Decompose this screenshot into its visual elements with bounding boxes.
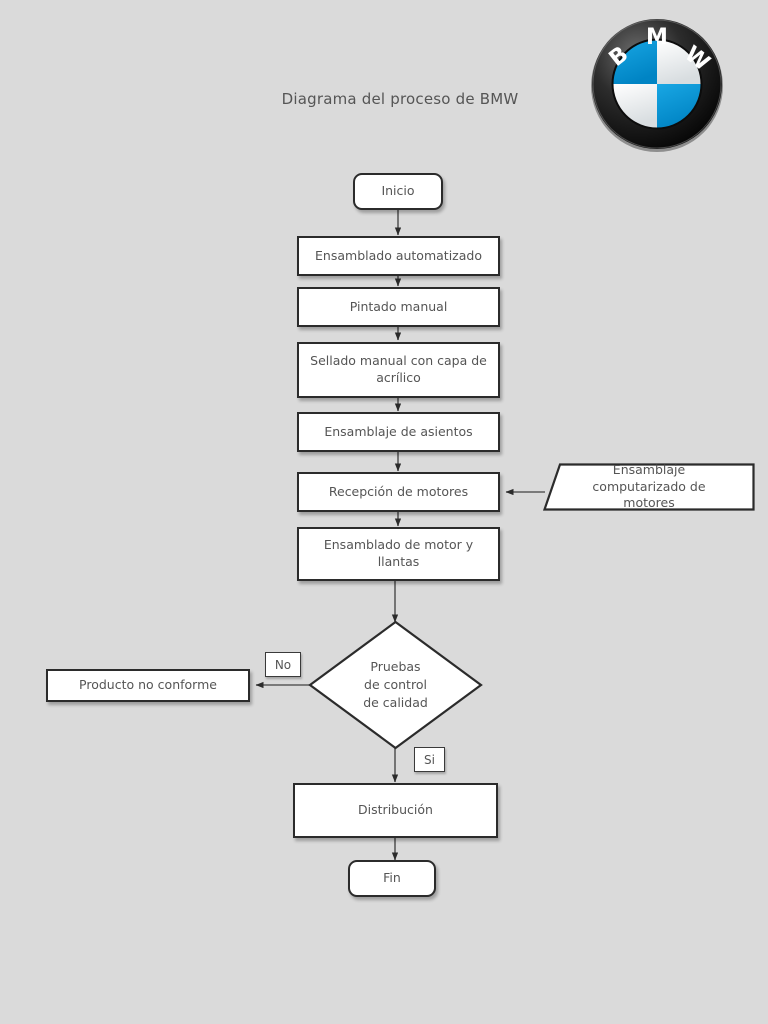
node-producto-no-conforme-label: Producto no conforme — [79, 677, 217, 693]
bmw-logo: B M W — [586, 14, 728, 156]
page-title: Diagrama del proceso de BMW — [281, 90, 519, 108]
node-ensamblaje-computarizado-label: Ensamblaje computarizado de motores — [592, 461, 706, 511]
node-distribucion[interactable]: Distribución — [293, 783, 498, 838]
edge-label-no-text: No — [274, 657, 292, 672]
node-pruebas-control-calidad-label: Pruebas de control de calidad — [363, 658, 428, 711]
node-recepcion-motores[interactable]: Recepción de motores — [297, 472, 500, 512]
node-ensamblaje-asientos[interactable]: Ensamblaje de asientos — [297, 412, 500, 452]
node-sellado-manual-label: Sellado manual con capa de acrílico — [310, 353, 487, 385]
edge-label-si-text: Si — [424, 752, 435, 767]
node-ensamblado-automatizado[interactable]: Ensamblado automatizado — [297, 236, 500, 276]
node-pruebas-control-calidad[interactable]: Pruebas de control de calidad — [308, 620, 483, 750]
node-inicio[interactable]: Inicio — [353, 173, 443, 210]
node-inicio-label: Inicio — [381, 183, 415, 199]
node-distribucion-label: Distribución — [358, 802, 433, 818]
svg-text:M: M — [646, 25, 668, 50]
node-producto-no-conforme[interactable]: Producto no conforme — [46, 669, 250, 702]
node-ensamblado-automatizado-label: Ensamblado automatizado — [315, 247, 482, 263]
node-sellado-manual[interactable]: Sellado manual con capa de acrílico — [297, 342, 500, 398]
node-recepcion-motores-label: Recepción de motores — [328, 483, 469, 499]
edge-label-no: No — [265, 652, 301, 677]
node-ensamblaje-asientos-label: Ensamblaje de asientos — [324, 423, 473, 439]
node-ensamblaje-computarizado[interactable]: Ensamblaje computarizado de motores — [543, 461, 755, 511]
node-ensamblado-motor-llantas-label: Ensamblado de motor y llantas — [323, 537, 474, 569]
edge-label-si: Si — [414, 747, 445, 772]
node-fin-label: Fin — [383, 870, 401, 886]
node-pintado-manual[interactable]: Pintado manual — [297, 287, 500, 327]
node-fin[interactable]: Fin — [348, 860, 436, 897]
node-ensamblado-motor-llantas[interactable]: Ensamblado de motor y llantas — [297, 527, 500, 581]
node-pintado-manual-label: Pintado manual — [349, 298, 448, 314]
